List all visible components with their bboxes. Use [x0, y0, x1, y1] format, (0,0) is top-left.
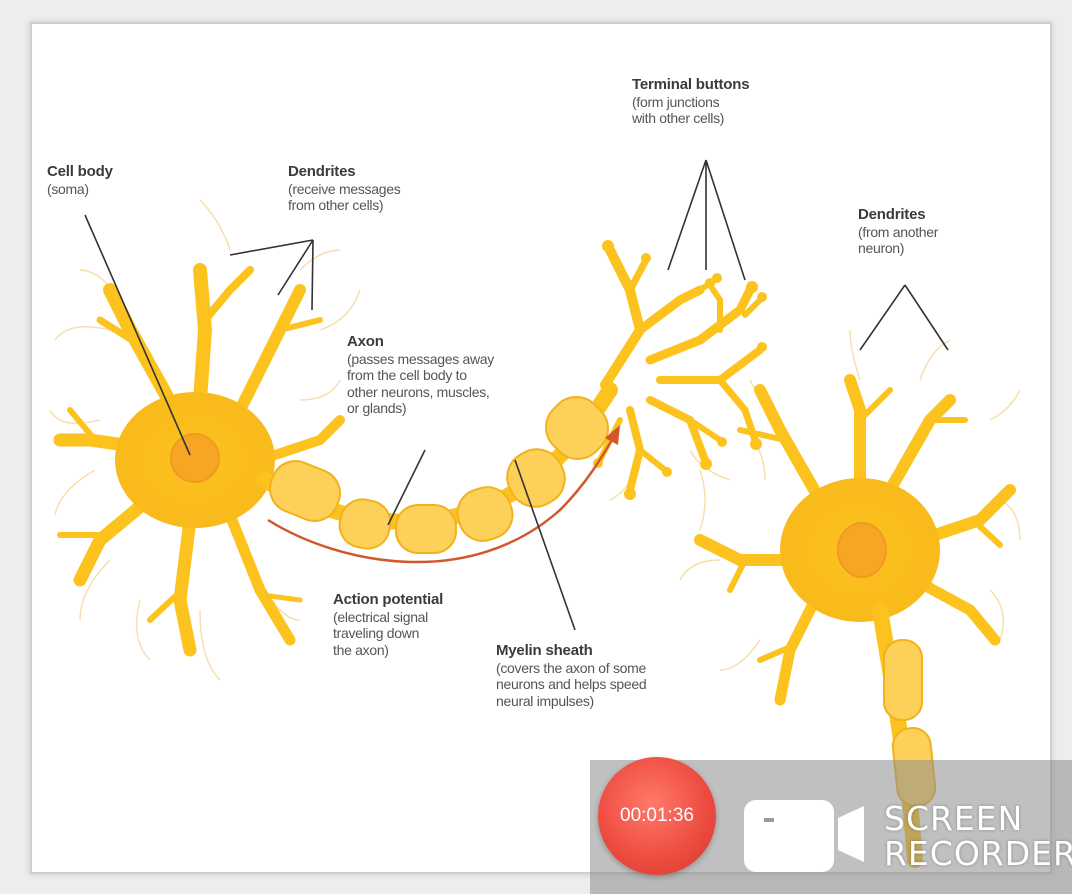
label-dendrites-title: Dendrites [288, 163, 400, 181]
label-cell-body: Cell body (soma) [47, 163, 113, 197]
label-axon-title: Axon [347, 333, 494, 351]
label-terminal-buttons-sub-1: (form junctions [632, 94, 749, 111]
record-timer-button[interactable]: 00:01:36 [598, 757, 716, 875]
label-myelin-sheath-title: Myelin sheath [496, 642, 646, 660]
brand-line-2: RECORDER [884, 837, 1072, 872]
label-action-potential: Action potential (electrical signal trav… [333, 591, 443, 658]
label-cell-body-title: Cell body [47, 163, 113, 181]
right-nucleus [838, 523, 886, 577]
label-action-potential-sub-2: traveling down [333, 625, 443, 642]
label-action-potential-sub-1: (electrical signal [333, 609, 443, 626]
camera-icon[interactable] [742, 796, 867, 874]
label-myelin-sheath-sub-1: (covers the axon of some [496, 660, 646, 677]
label-terminal-buttons-title: Terminal buttons [632, 76, 749, 94]
axon-terminal-branches [600, 250, 760, 490]
label-myelin-sheath-sub-2: neurons and helps speed [496, 676, 646, 693]
label-dendrites-other-sub-2: neuron) [858, 240, 938, 257]
label-cell-body-sub: (soma) [47, 181, 113, 198]
label-dendrites-other-sub-1: (from another [858, 224, 938, 241]
label-dendrites: Dendrites (receive messages from other c… [288, 163, 400, 214]
label-action-potential-sub-3: the axon) [333, 642, 443, 659]
label-terminal-buttons: Terminal buttons (form junctions with ot… [632, 76, 749, 127]
label-axon-sub-4: or glands) [347, 400, 494, 417]
label-terminal-buttons-sub-2: with other cells) [632, 110, 749, 127]
label-axon-sub-2: from the cell body to [347, 367, 494, 384]
label-myelin-sheath: Myelin sheath (covers the axon of some n… [496, 642, 646, 709]
brand-line-1: SCREEN [884, 802, 1072, 837]
label-dendrites-other-title: Dendrites [858, 206, 938, 224]
record-timer-text: 00:01:36 [620, 805, 694, 827]
label-dendrites-other: Dendrites (from another neuron) [858, 206, 938, 257]
screen-recorder-watermark: SCREEN RECORDER [884, 802, 1072, 871]
label-dendrites-sub-2: from other cells) [288, 197, 400, 214]
label-myelin-sheath-sub-3: neural impulses) [496, 693, 646, 710]
left-nucleus [171, 434, 219, 482]
label-action-potential-title: Action potential [333, 591, 443, 609]
label-axon-sub-3: other neurons, muscles, [347, 384, 494, 401]
label-dendrites-sub-1: (receive messages [288, 181, 400, 198]
label-axon: Axon (passes messages away from the cell… [347, 333, 494, 417]
label-axon-sub-1: (passes messages away [347, 351, 494, 368]
